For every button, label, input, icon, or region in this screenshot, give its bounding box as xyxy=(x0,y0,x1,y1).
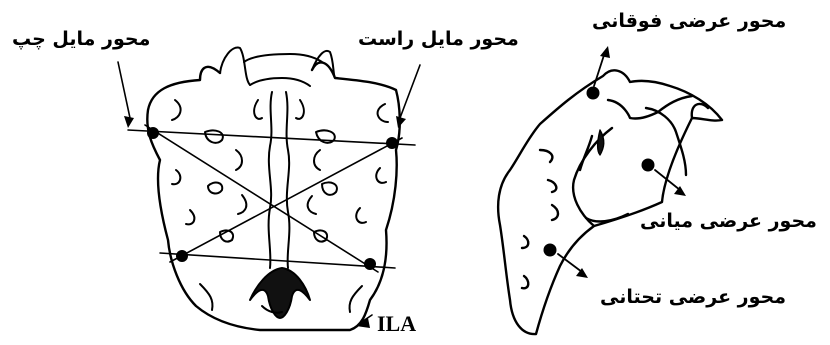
left-oblique-leader xyxy=(118,62,130,118)
left-oblique-axis-label: محور مایل چپ xyxy=(12,30,150,49)
superior-transverse-arrowhead xyxy=(600,46,610,58)
right-oblique-arrowhead xyxy=(396,116,406,128)
right-oblique-leader xyxy=(400,65,420,118)
left-oblique-arrowhead xyxy=(124,116,134,128)
superior-transverse-point xyxy=(587,87,600,100)
ila-label: ILA xyxy=(377,313,416,335)
superior-transverse-leader xyxy=(594,52,605,86)
right-inferior-point xyxy=(364,258,376,270)
inferior-transverse-axis-label: محور عرضی تحتانی xyxy=(600,288,786,307)
sacrum-axis-points xyxy=(147,127,398,270)
lateral-leader-lines xyxy=(558,52,680,272)
inferior-transverse-point xyxy=(544,244,557,257)
middle-transverse-axis-label: محور عرضی میانی xyxy=(640,212,817,231)
left-superior-point xyxy=(147,127,159,139)
middle-transverse-point xyxy=(642,159,655,172)
right-oblique-line xyxy=(170,138,402,262)
left-inferior-point xyxy=(176,250,188,262)
sacrum-posterior-view xyxy=(147,48,399,330)
right-oblique-axis-label: محور مایل راست xyxy=(358,30,519,49)
lateral-axis-points xyxy=(544,87,655,257)
left-oblique-line xyxy=(145,125,378,272)
right-superior-point xyxy=(386,137,398,149)
superior-transverse-axis-label: محور عرضی فوقانی xyxy=(592,12,786,31)
